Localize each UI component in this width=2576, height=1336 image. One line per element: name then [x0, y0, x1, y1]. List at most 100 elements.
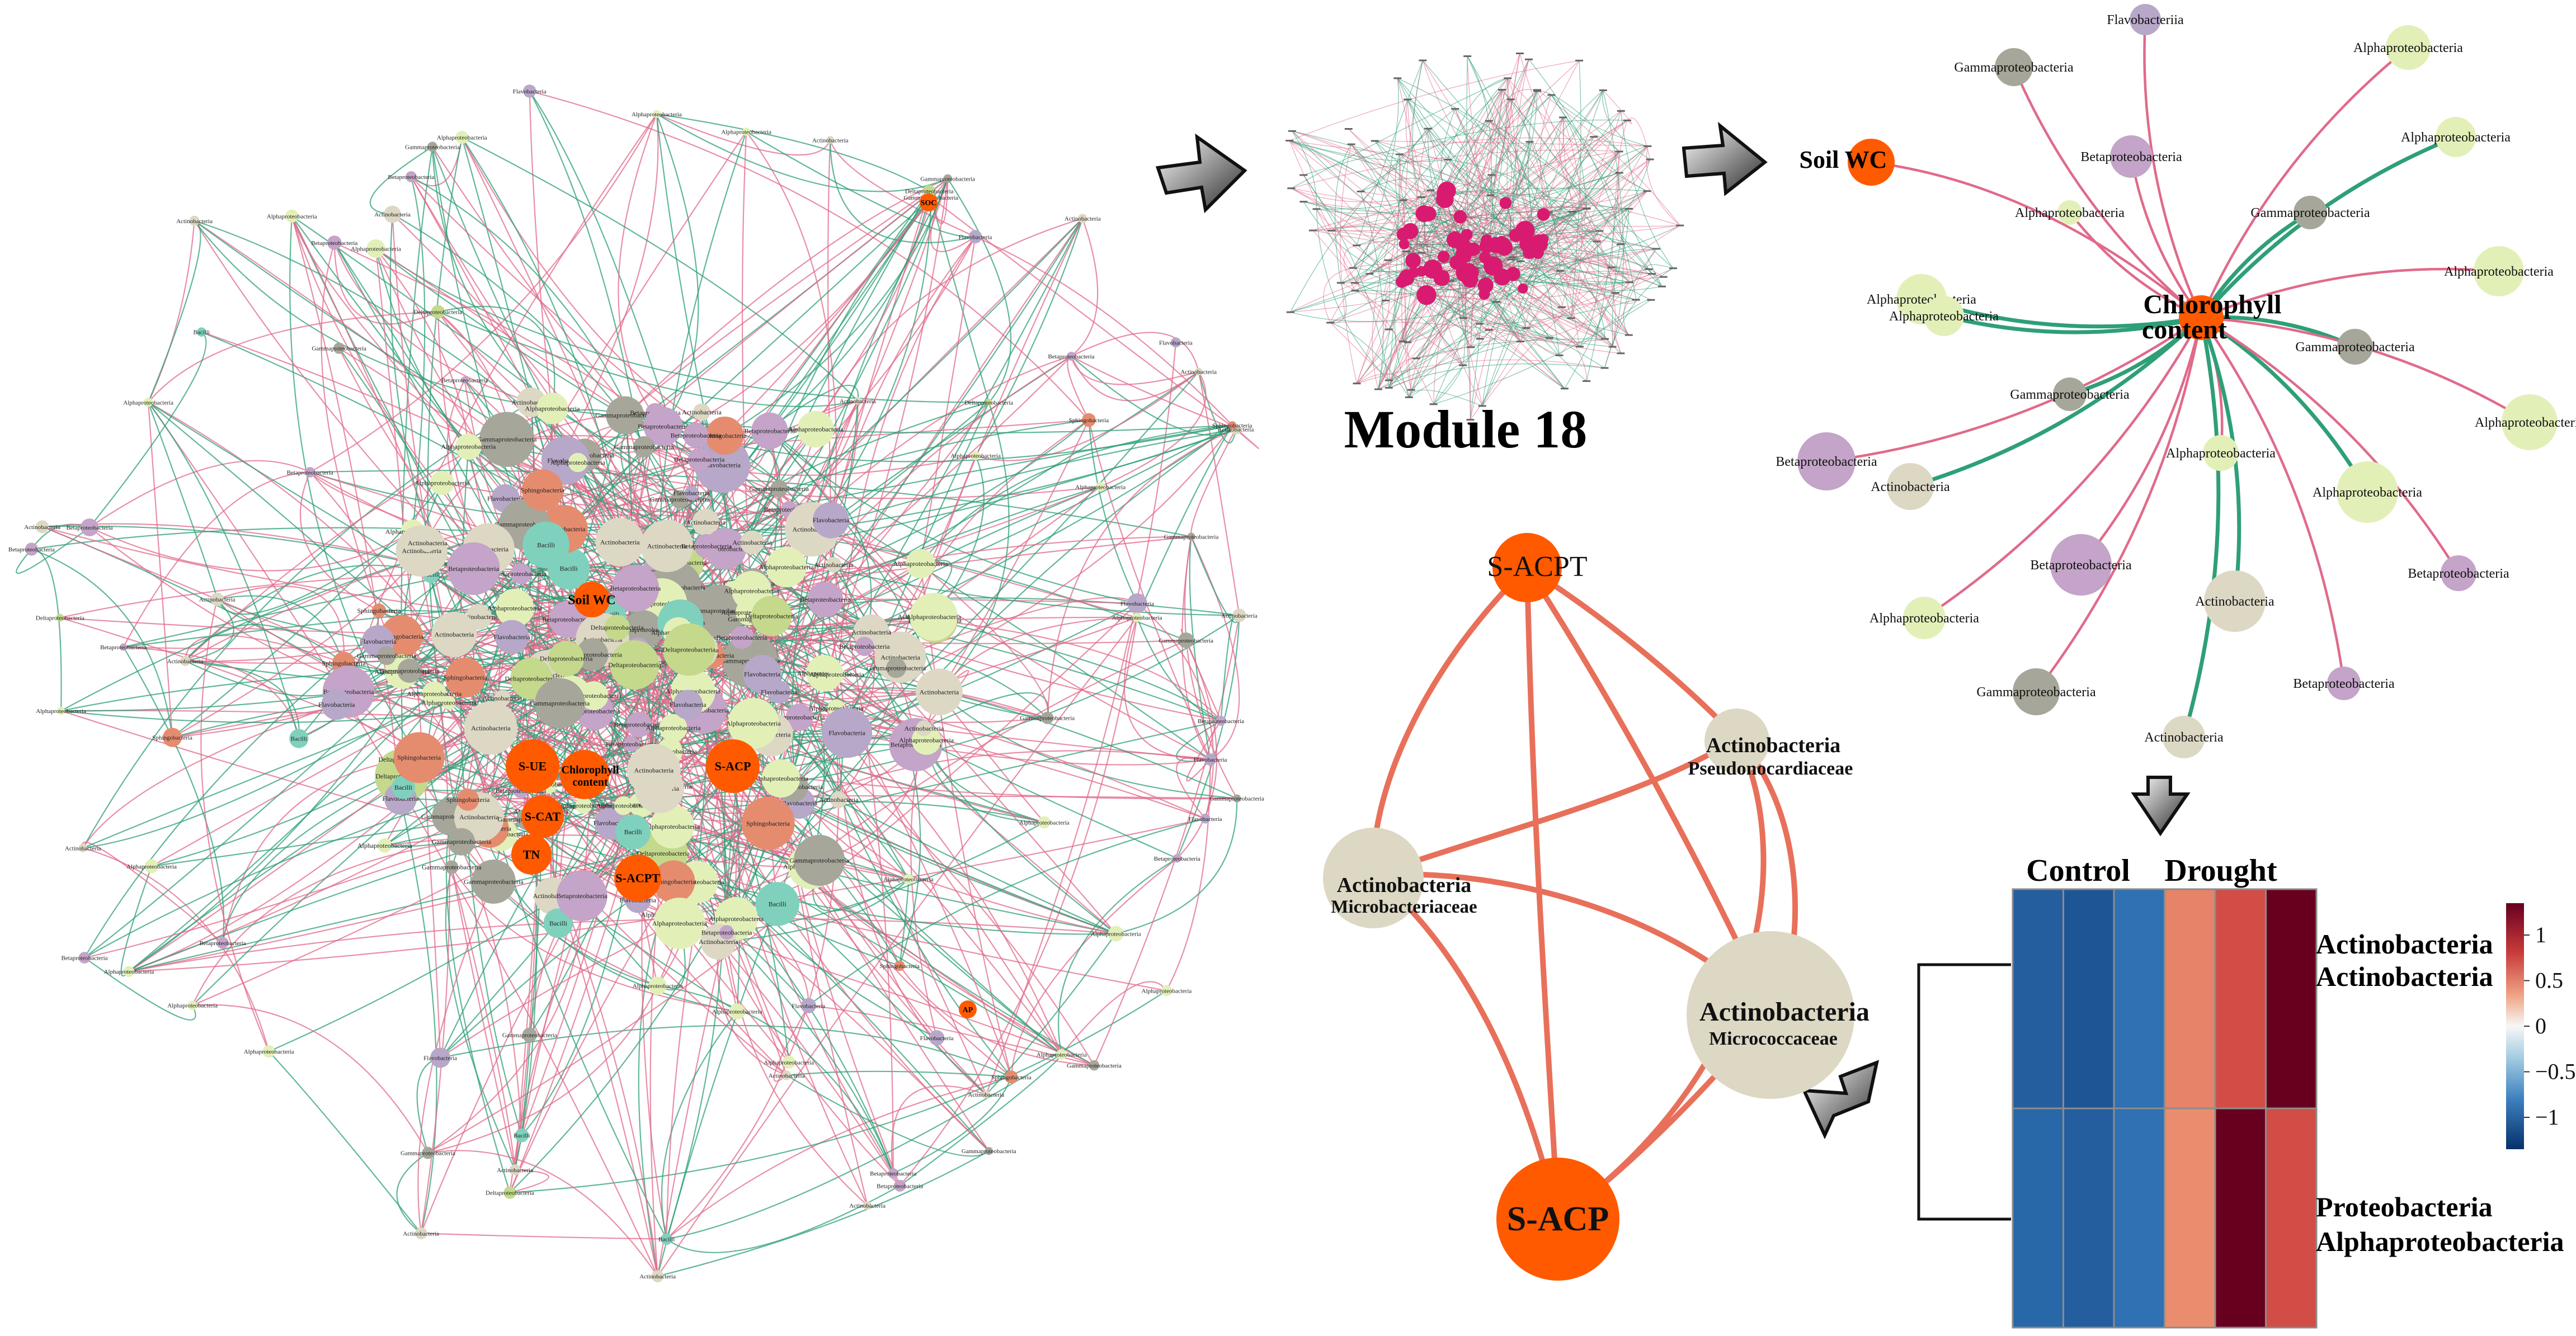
network-node: Betaproteobacteria — [610, 564, 661, 612]
network-node: Gammaproteobacteria — [530, 678, 590, 729]
network-edge — [299, 471, 379, 611]
heatmap-legend-ticks: 10.50−0.5−1 — [2524, 922, 2576, 1130]
module-edge — [1331, 151, 1619, 231]
module-node — [1537, 208, 1550, 221]
network-edge — [679, 923, 1095, 1066]
network-edge — [333, 243, 439, 325]
network-node-label: Actinobacteria — [1180, 369, 1217, 376]
network-node-label: Alphaproteobacteria — [126, 863, 177, 870]
network-node: Alphaproteobacteria — [721, 128, 771, 136]
network-edge — [1071, 218, 1099, 357]
network-edge — [185, 660, 300, 739]
module-title: Module 18 — [1344, 399, 1588, 459]
chlorophyll-node: Gammaproteobacteria — [1976, 668, 2096, 715]
chlorophyll-edge — [1943, 314, 2202, 334]
chlorophyll-node: Actinobacteria — [1871, 463, 1950, 510]
network-node-label: Betaproteobacteria — [1198, 718, 1244, 725]
module-node — [1405, 396, 1413, 398]
module-node — [1647, 299, 1655, 301]
module-edge — [1355, 290, 1550, 339]
module-edge — [1496, 230, 1600, 303]
network-node-label: Actinobacteria — [471, 724, 511, 732]
module-edge — [1312, 230, 1434, 405]
network-edge — [185, 655, 388, 697]
network-node-label: Alphaproteobacteria — [123, 400, 173, 407]
module-node — [1405, 253, 1421, 268]
network-node-label: Deltaproteobacteria — [637, 849, 690, 857]
module-node — [1624, 207, 1633, 210]
module-edge — [1407, 99, 1630, 283]
chlorophyll-edge — [2200, 316, 2370, 493]
network-edge — [1067, 355, 1090, 421]
network-edge — [123, 646, 300, 739]
module-node — [1399, 269, 1415, 285]
module-edge — [1412, 60, 1423, 197]
module-node — [1593, 240, 1601, 243]
chlorophyll-nodes: FlavobacteriiaAlphaproteobacteriaGammapr… — [1776, 4, 2576, 758]
network-node: Sphingobacteria — [444, 657, 487, 698]
module-edge — [1303, 201, 1407, 278]
network-node: Alphaproteobacteria — [759, 546, 814, 588]
module-edge — [1374, 140, 1648, 147]
network-node-label: Betaproteobacteria — [610, 584, 661, 592]
module-node — [1463, 55, 1472, 57]
heatmap-cell — [2214, 888, 2267, 1110]
network-node: Gammaproteobacteria — [689, 584, 749, 637]
network-edge — [975, 218, 1084, 456]
chlorophyll-node: Actinobacteria — [2144, 716, 2224, 758]
module-edge — [1330, 321, 1550, 339]
module-node — [1382, 299, 1390, 301]
network-node: Gammaproteobacteria — [789, 834, 850, 886]
module-node — [1351, 282, 1359, 284]
network-edge — [786, 1070, 1012, 1078]
big-network-panel: BacilliSphingobacteriaGammaproteobacteri… — [8, 84, 1264, 1282]
module-edge — [1466, 90, 1604, 235]
chlorophyll-edge — [2200, 46, 2409, 318]
network-node-label: Gammaproteobacteria — [464, 878, 524, 886]
network-node-label: Flavobacteria — [1120, 601, 1154, 607]
module-node — [1608, 266, 1616, 268]
module-edge — [1501, 89, 1561, 271]
network-node-label: Alphaproteobacteria — [596, 802, 652, 810]
module-node — [1538, 234, 1549, 245]
network-node: Deltaproteobacteria — [591, 615, 644, 640]
module-node — [1590, 136, 1598, 138]
module-edge — [1291, 149, 1619, 189]
module-node — [1453, 210, 1467, 224]
chlorophyll-edge — [2182, 317, 2221, 738]
network-edge — [891, 1085, 987, 1174]
chlorophyll-node: Gammaproteobacteria — [2010, 377, 2130, 411]
network-node: Flavobacteria — [1120, 593, 1154, 613]
network-node-label: Alphaproteobacteria — [632, 111, 682, 118]
module-node — [1545, 337, 1553, 339]
module-edge — [1316, 209, 1407, 278]
acp-node-pseudonocardiaceae: Actinobacteria Pseudonocardiaceae — [1688, 709, 1853, 779]
network-node-label: Gammaproteobacteria — [749, 485, 809, 493]
network-node-label: Alphaproteobacteria — [721, 129, 771, 136]
module-node — [1396, 153, 1404, 155]
network-edge — [129, 728, 492, 973]
network-node: Alphaproteobacteria — [1091, 926, 1141, 942]
module-node — [1402, 251, 1411, 252]
network-edge — [986, 933, 1117, 1095]
module-node — [1438, 181, 1456, 200]
chlorophyll-node: Betaproteobacteria — [2293, 667, 2395, 700]
network-node-label: Gammaproteobacteria — [614, 443, 674, 451]
module-edge — [1501, 89, 1616, 293]
module-node — [1349, 267, 1357, 269]
network-edge — [461, 136, 858, 402]
network-edge — [1088, 420, 1138, 604]
heatmap-legend-tick-label: 0.5 — [2535, 968, 2563, 993]
network-edge — [31, 548, 173, 738]
module-node — [1615, 172, 1623, 174]
module-node — [1623, 119, 1631, 121]
module-node — [1412, 357, 1420, 360]
module-node — [1632, 299, 1640, 301]
network-node: Actinobacteria — [1221, 608, 1258, 622]
network-node: Betaproteobacteria — [199, 937, 246, 949]
network-edge — [769, 430, 940, 692]
network-node-label: Actinobacteria — [920, 688, 959, 696]
network-edge — [82, 847, 270, 1052]
module-edge — [1405, 277, 1412, 390]
